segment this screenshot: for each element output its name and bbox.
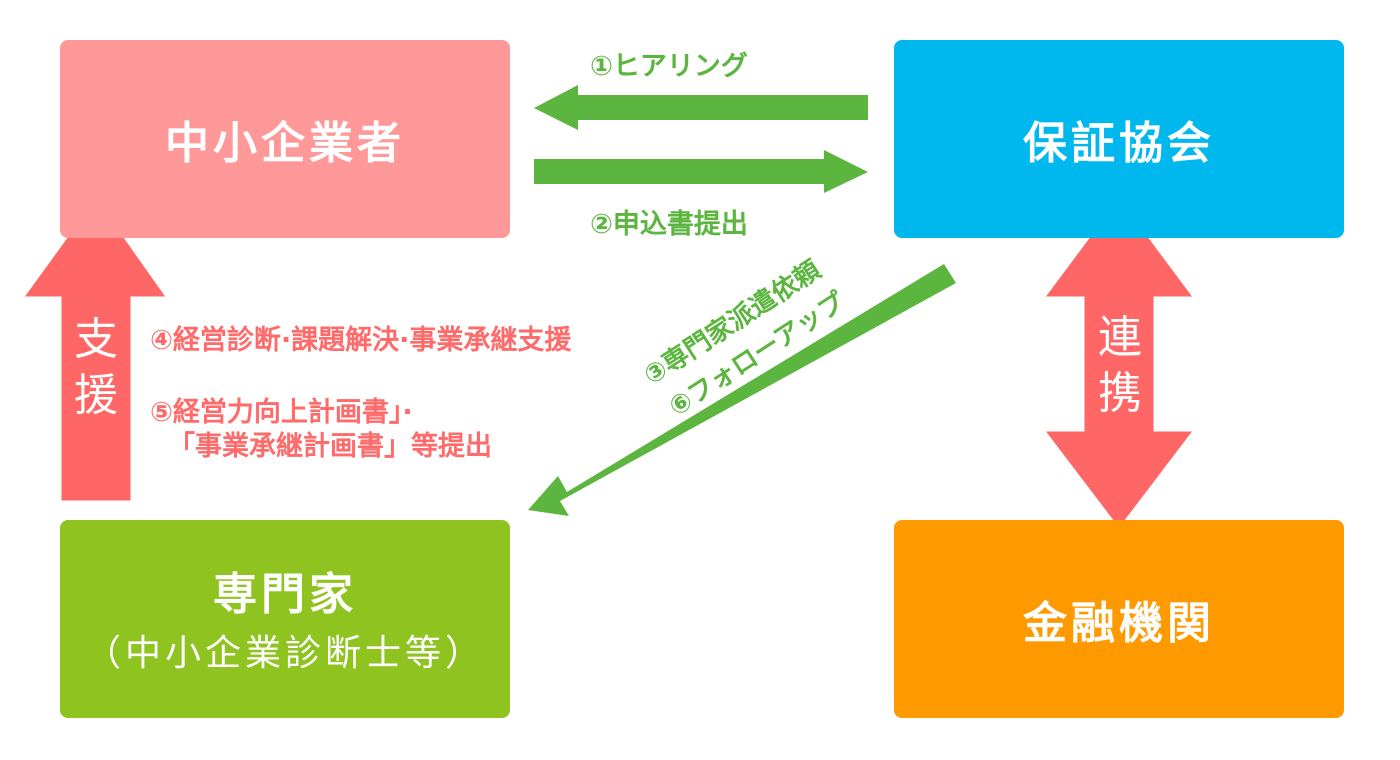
note-line-5a: ⑤経営力向上計画書」· bbox=[150, 397, 413, 428]
collaboration-label: 連携 bbox=[1090, 310, 1150, 422]
hearing-label: ①ヒアリング bbox=[590, 51, 748, 82]
support-arrow bbox=[19, 193, 171, 504]
application-arrow bbox=[534, 150, 868, 193]
node-bank-title: 金融機関 bbox=[1023, 598, 1215, 649]
hearing-arrow bbox=[534, 85, 868, 130]
note-line-4: ④経営診断·課題解決·事業承継支援 bbox=[150, 325, 572, 356]
support-label: 支援 bbox=[66, 312, 126, 424]
node-association: 保証協会 bbox=[894, 40, 1344, 238]
node-sme: 中小企業者 bbox=[60, 40, 510, 238]
vertical-char: 支 bbox=[74, 314, 118, 365]
dispatch-arrow bbox=[528, 264, 956, 516]
application-label: ②申込書提出 bbox=[590, 209, 748, 240]
vertical-char: 援 bbox=[74, 370, 118, 421]
note-line-5b: 「事業承継計画書」等提出 bbox=[168, 431, 492, 462]
node-association-title: 保証協会 bbox=[1023, 118, 1215, 169]
node-sme-title: 中小企業者 bbox=[165, 118, 405, 169]
node-expert-subtitle: （中小企業診断士等） bbox=[84, 633, 485, 674]
vertical-char: 連 bbox=[1098, 312, 1142, 363]
node-expert-title: 専門家 bbox=[213, 569, 357, 620]
vertical-char: 携 bbox=[1098, 368, 1142, 419]
node-bank: 金融機関 bbox=[894, 520, 1344, 718]
node-expert: 専門家 （中小企業診断士等） bbox=[60, 520, 510, 718]
